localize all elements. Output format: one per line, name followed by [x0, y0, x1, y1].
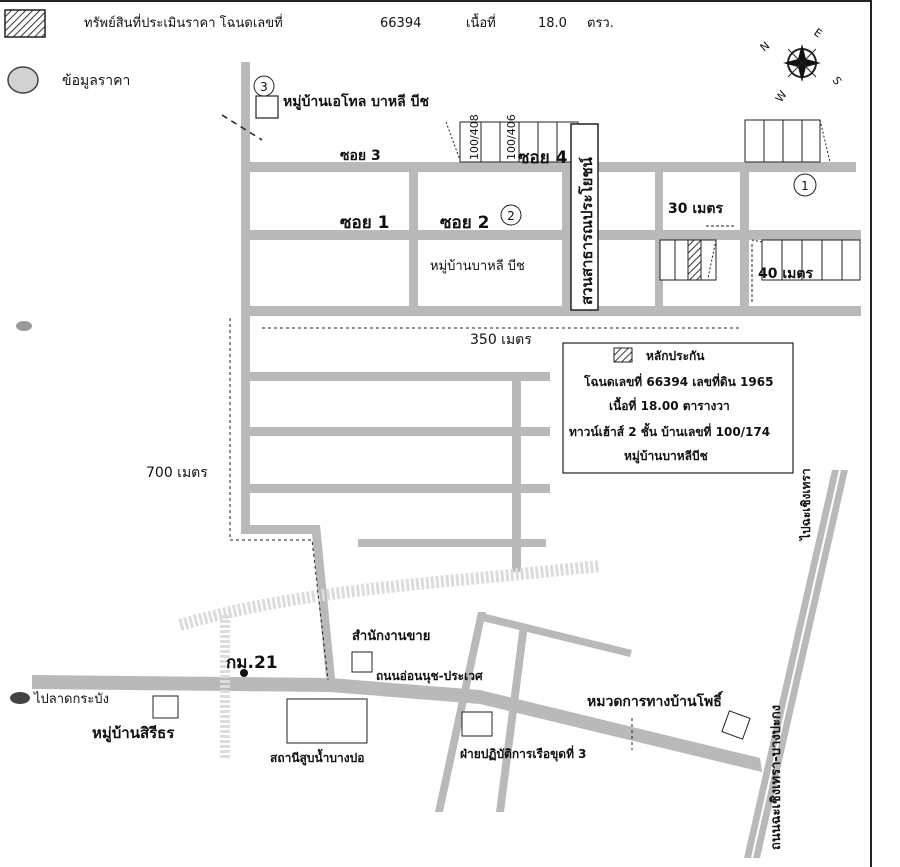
- collateral-title: หลักประกัน: [646, 349, 705, 363]
- road-lower-street-1: [248, 372, 550, 381]
- legend-area-unit: ตรว.: [587, 16, 614, 31]
- village-siri-label: หมู่บ้านสิรีธร: [92, 724, 175, 743]
- compass-e-label: E: [811, 26, 824, 41]
- price-marker-1-num: 1: [801, 179, 809, 193]
- road-side-left: [435, 612, 486, 812]
- road-soi-1-2: [241, 230, 861, 240]
- canal: [178, 560, 601, 631]
- arrow-left-icon: [10, 692, 30, 704]
- distance-350m-label: 350 เมตร: [470, 332, 532, 348]
- ops-dept-label: ฝ่ายปฏิบัติการเรือขุดที่ 3: [460, 745, 587, 762]
- rail-crossing-marker: [221, 114, 263, 141]
- sales-office-label: สำนักงานขาย: [352, 628, 430, 644]
- compass-n-label: N: [758, 39, 773, 54]
- price-marker-3: [253, 75, 275, 97]
- distance-40m-label: 40 เมตร: [758, 266, 813, 282]
- village-siri-building: [152, 695, 179, 719]
- subject-property-plot: [687, 239, 702, 281]
- road-side-top: [478, 612, 632, 657]
- road-connector-4: [740, 162, 749, 312]
- soi-2-label: ซอย 2: [440, 213, 489, 233]
- townhouse-row-right-bottom: [751, 239, 861, 281]
- unit-100-408-label: 100/408: [468, 114, 481, 160]
- legend-area-value: 18.0: [538, 16, 567, 31]
- road-lower-vertical: [512, 372, 521, 572]
- collateral-line-2: เนื้อที่ 18.00 ตารางวา: [609, 396, 730, 413]
- km21-label: กม.21: [226, 653, 278, 673]
- townhouse-row-top: [445, 121, 579, 163]
- road-lower-street-4: [358, 539, 546, 547]
- chachoengsao-road-label: ถนนฉะเชิงเทรา-บางปะกง: [769, 705, 784, 850]
- onnut-road-label: ถนนอ่อนนุช-ประเวศ: [376, 669, 483, 684]
- townhouse-row-subject: [659, 239, 717, 281]
- soi-1-label: ซอย 1: [340, 213, 389, 233]
- highway-unit-building: [721, 710, 751, 740]
- pump-station-building: [286, 698, 368, 744]
- to-chachoengsao-label: ไปฉะเชิงเทรา: [798, 468, 813, 542]
- price-marker-3-num: 3: [260, 80, 268, 94]
- distance-700m-label: 700 เมตร: [146, 465, 208, 481]
- unit-100-406-label: 100/406: [505, 114, 518, 160]
- legend-appraised-swatch: [4, 9, 46, 38]
- price-marker-2-num: 2: [507, 209, 515, 223]
- road-lower-soi: [241, 306, 861, 316]
- road-connector-2: [562, 162, 571, 312]
- to-lat-krabang-label: ไปลาดกระบัง: [33, 691, 109, 707]
- price-marker-1: [793, 173, 817, 197]
- village-bali-label: หมู่บ้านบาหลี บีช: [430, 258, 525, 274]
- sales-office-building: [351, 651, 373, 673]
- road-side-right: [496, 625, 528, 812]
- legend-price-info-label: ข้อมูลราคา: [62, 73, 130, 89]
- road-lower-street-3: [248, 484, 550, 493]
- public-park-label: สวนสาธารณประโยชน์: [577, 156, 596, 305]
- road-main-bend: [241, 525, 336, 688]
- distance-700m-line: [229, 318, 329, 681]
- road-connector-1: [409, 162, 418, 312]
- soi-3-label: ซอย 3: [340, 148, 381, 164]
- soi-4-label: ซอย 4: [518, 148, 568, 168]
- village-etol-building: [255, 95, 279, 119]
- village-etol-label: หมู่บ้านเอโทล บาหลี บีช: [283, 92, 429, 110]
- distance-30m-label: 30 เมตร: [668, 201, 723, 217]
- km21-marker: [240, 669, 248, 677]
- collateral-line-3: ทาวน์เฮ้าส์ 2 ชั้น บ้านเลขที่ 100/174: [569, 422, 770, 439]
- road-lower-street-2: [248, 427, 550, 436]
- legend-price-info-swatch: [7, 66, 39, 94]
- pump-station-label: สถานีสูบน้ำบางปอ: [270, 748, 364, 766]
- road-soi-3: [241, 162, 856, 172]
- scan-mark: [16, 321, 32, 331]
- legend-appraised-label: ทรัพย์สินที่ประเมินราคา โฉนดเลขที่: [84, 14, 283, 31]
- collateral-line-1: โฉนดเลขที่ 66394 เลขที่ดิน 1965: [583, 373, 773, 389]
- townhouse-row-right-top: [744, 119, 831, 163]
- road-connector-3: [655, 172, 663, 312]
- collateral-line-4: หมู่บ้านบาหลีบีช: [624, 449, 708, 464]
- ops-dept-building: [461, 711, 493, 737]
- collateral-info-box: [562, 342, 794, 474]
- price-marker-2: [500, 204, 522, 226]
- road-onnut-prawet: [32, 675, 762, 772]
- compass-icon: N E S W: [758, 26, 845, 105]
- compass-w-label: W: [773, 88, 790, 104]
- collateral-swatch: [613, 347, 633, 363]
- road-main-vertical: [241, 62, 250, 532]
- legend-deed-number: 66394: [380, 16, 421, 31]
- highway-unit-label: หมวดการทางบ้านโพธิ์: [587, 690, 724, 710]
- public-park-box: [570, 123, 599, 311]
- road-network: [32, 62, 861, 859]
- legend-area-label: เนื้อที่: [466, 13, 496, 31]
- compass-s-label: S: [830, 74, 845, 87]
